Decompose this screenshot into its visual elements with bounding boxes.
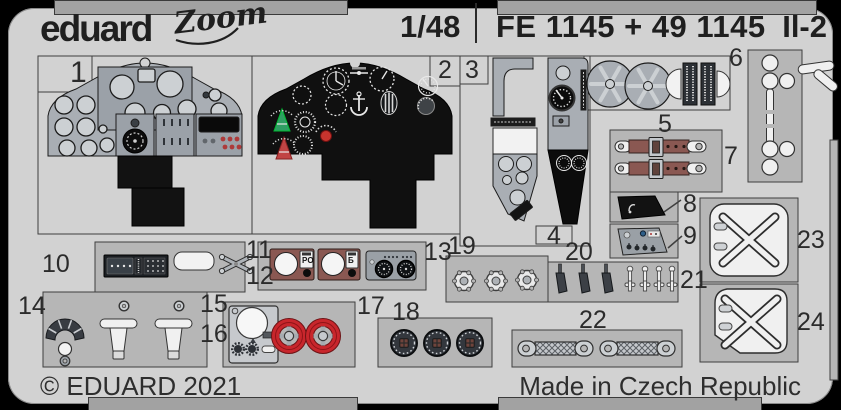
part-label-20: 20 (565, 238, 593, 266)
brand-logo: eduard (40, 8, 153, 49)
part-2-instrument-panel-printed (257, 58, 453, 229)
part-label-19: 19 (448, 232, 476, 260)
part-label-14: 14 (18, 292, 46, 320)
sheet-tab-top-right (497, 0, 817, 15)
part-24-hatch-x-brace (699, 283, 799, 363)
part-9-placard-bracket (609, 223, 683, 259)
part-label-11: 11 (246, 236, 272, 264)
part-6-control-linkage-frame (747, 49, 838, 183)
part-label-6: 6 (729, 44, 743, 72)
part-5-impeller-discs (586, 60, 731, 110)
parts-3-4-side-consoles (490, 57, 589, 225)
part-label-23: 23 (797, 226, 825, 254)
copyright-text: © EDUARD 2021 (40, 371, 242, 401)
parts-15-16-17-frame (222, 301, 356, 368)
part-label-15: 15 (200, 290, 228, 318)
gauge-marking-b: Б (348, 256, 354, 265)
part-14-levers-frame (42, 291, 208, 368)
zoom-logo-swash (175, 27, 239, 45)
part-label-22: 22 (579, 306, 607, 334)
product-code: FE 1145 + 49 1145 (496, 9, 766, 44)
sheet-tab-bottom-right (498, 397, 762, 410)
made-in-text: Made in Czech Republic (519, 371, 801, 401)
scale-label: 1/48 (400, 9, 461, 44)
part-label-21: 21 (680, 266, 708, 294)
part-1-instrument-panel-front (47, 57, 243, 227)
header-divider (475, 3, 477, 43)
part-label-3: 3 (465, 56, 479, 84)
part-label-9: 9 (683, 222, 697, 250)
sheet-tab-top-left (54, 0, 348, 15)
sheet-tab-bottom-left (88, 397, 358, 410)
part-19-knobs-frame (445, 255, 549, 303)
part-7-seatbelts-frame (609, 129, 723, 193)
part-label-16: 16 (200, 320, 228, 348)
aircraft-subject: Il-2 (782, 9, 827, 44)
part-label-17: 17 (357, 292, 385, 320)
part-label-13: 13 (424, 238, 452, 266)
part-label-18: 18 (392, 298, 420, 326)
part-label-24: 24 (797, 308, 825, 336)
sheet-right-edge-strip (829, 139, 839, 381)
part-label-1: 1 (70, 56, 87, 89)
part-22-treads-frame (511, 329, 683, 368)
part-23-hatch-x-brace (699, 197, 799, 283)
parts-10-11-12-strip (94, 241, 254, 293)
part-label-5: 5 (658, 110, 672, 138)
part-label-12: 12 (246, 262, 274, 290)
part-8-black-bracket (609, 191, 682, 223)
part-13-gauges-frame (257, 241, 427, 291)
box-outlines (37, 55, 731, 247)
part-label-2: 2 (438, 56, 452, 84)
part-label-8: 8 (683, 190, 697, 218)
parts-20-21-levers-frame (547, 261, 679, 303)
part-18-discs-frame (377, 317, 493, 368)
part-label-10: 10 (42, 250, 70, 278)
part-label-7: 7 (724, 142, 738, 170)
gauge-marking-po: PO (302, 256, 314, 265)
part-label-4: 4 (547, 222, 561, 250)
